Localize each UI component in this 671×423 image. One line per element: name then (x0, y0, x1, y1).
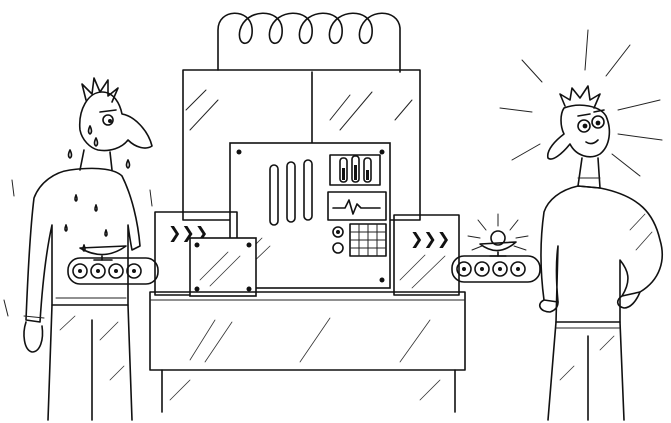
right-arrows-glyph: ❯❯❯ (410, 229, 450, 248)
glow-rays (467, 213, 529, 251)
left-input-module: ❯❯❯ (154, 211, 257, 297)
gauge-tubes (329, 154, 381, 186)
keypad-grid (349, 223, 387, 257)
vent-slots (269, 159, 313, 226)
left-conveyor-belt (67, 245, 159, 285)
right-output-module: ❯❯❯ (393, 214, 460, 296)
left-man-figure (3, 77, 153, 421)
machine-base (149, 291, 466, 413)
heating-coil (217, 12, 401, 73)
shock-rays (499, 29, 663, 177)
right-man-figure (499, 29, 663, 421)
control-knobs (332, 226, 344, 254)
right-conveyor-belt (451, 213, 541, 283)
oscilloscope-display (327, 191, 387, 221)
control-panel (229, 142, 391, 289)
